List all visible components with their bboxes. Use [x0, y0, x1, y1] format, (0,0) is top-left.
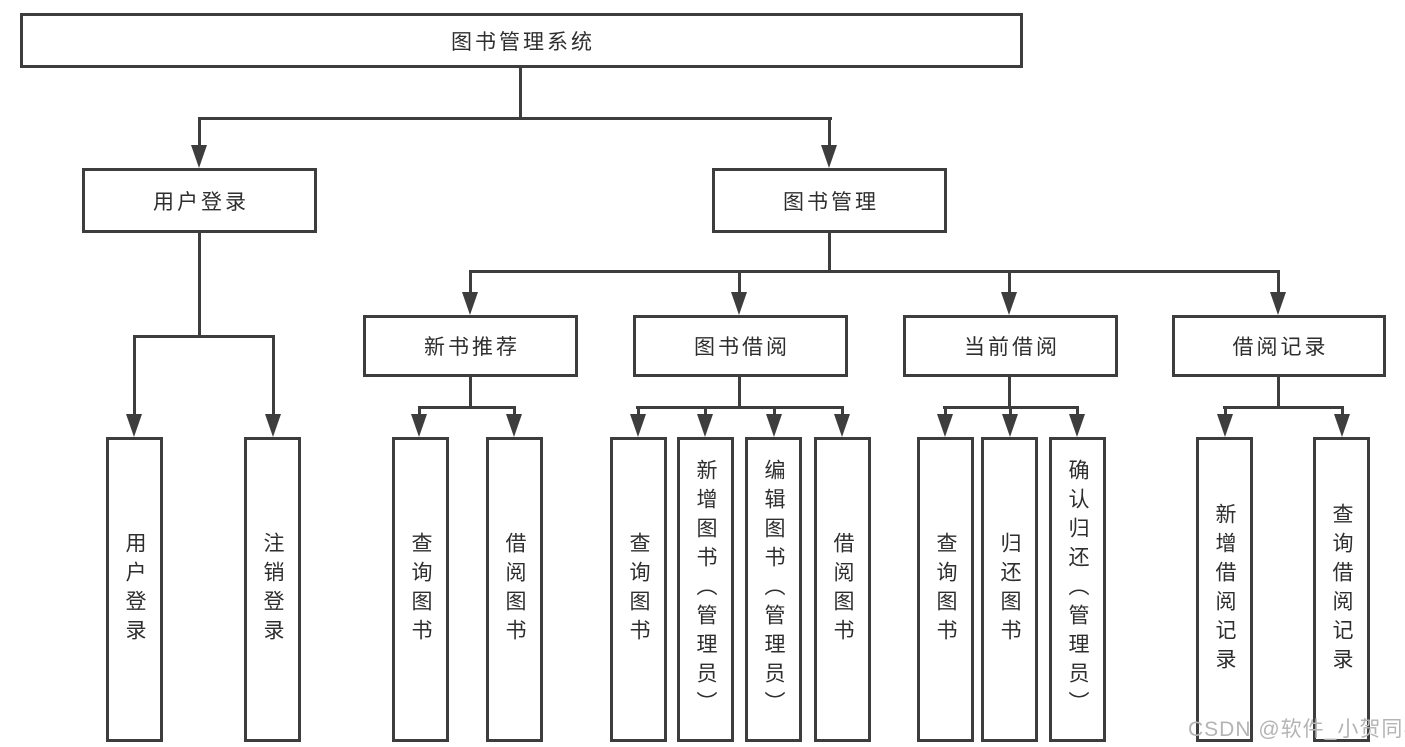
- leaf-label: 查询图书: [409, 531, 432, 648]
- leaf-label: 查询图书: [934, 531, 957, 648]
- arrowhead-icon: [1001, 292, 1017, 315]
- leaf-logout: 注销登录: [244, 437, 301, 742]
- connector-line: [1076, 406, 1079, 416]
- arrowhead-icon: [821, 145, 837, 168]
- connector-line: [133, 335, 275, 338]
- leaf-query-books-current: 查询图书: [917, 437, 974, 742]
- leaf-label: 借阅图书: [831, 531, 854, 648]
- leaf-return-books: 归还图书: [981, 437, 1038, 742]
- connector-line: [637, 406, 640, 416]
- leaf-label: 用户登录: [123, 531, 146, 648]
- leaf-label: 查询图书: [627, 531, 650, 648]
- node-user-login: 用户登录: [82, 168, 317, 233]
- connector-line: [1341, 406, 1344, 416]
- arrowhead-icon: [1217, 414, 1233, 437]
- node-label: 图书管理: [783, 190, 879, 214]
- arrowhead-icon: [506, 414, 522, 437]
- leaf-label: 新增借阅记录: [1213, 502, 1236, 677]
- arrowhead-icon: [191, 145, 207, 168]
- connector-line: [841, 406, 844, 416]
- node-borrowing-records: 借阅记录: [1172, 315, 1386, 377]
- leaf-edit-books-admin: 编辑图书（管理员）: [745, 437, 802, 742]
- connector-line: [513, 406, 516, 416]
- arrowhead-icon: [766, 414, 782, 437]
- connector-line: [198, 117, 201, 147]
- leaf-confirm-return-admin: 确认归还（管理员）: [1049, 437, 1106, 742]
- leaf-query-books-borrow: 查询图书: [610, 437, 667, 742]
- connector-line: [704, 406, 707, 416]
- node-book-borrowing: 图书借阅: [633, 315, 848, 377]
- leaf-label: 新增图书（管理员）: [694, 459, 717, 720]
- arrowhead-icon: [1270, 292, 1286, 315]
- node-label: 用户登录: [153, 190, 249, 214]
- connector-line: [198, 117, 832, 120]
- connector-line: [469, 377, 472, 409]
- arrowhead-icon: [411, 414, 427, 437]
- node-label: 借阅记录: [1232, 336, 1329, 359]
- connector-line: [1224, 406, 1227, 416]
- arrowhead-icon: [462, 292, 478, 315]
- arrowhead-icon: [1334, 414, 1350, 437]
- node-current-borrowing: 当前借阅: [903, 315, 1118, 377]
- connector-line: [469, 270, 472, 292]
- leaf-label: 归还图书: [998, 531, 1021, 648]
- arrowhead-icon: [834, 414, 850, 437]
- connector-line: [828, 232, 831, 273]
- node-label: 新书推荐: [424, 336, 520, 359]
- leaf-label: 注销登录: [261, 531, 284, 648]
- connector-line: [738, 270, 741, 292]
- leaf-borrow-books-recommend: 借阅图书: [486, 437, 543, 742]
- arrowhead-icon: [731, 292, 747, 315]
- connector-line: [1008, 377, 1011, 409]
- connector-line: [272, 335, 275, 415]
- node-label: 当前借阅: [964, 336, 1060, 359]
- connector-line: [519, 67, 522, 119]
- node-root-system: 图书管理系统: [20, 13, 1023, 68]
- leaf-add-books-admin: 新增图书（管理员）: [677, 437, 734, 742]
- node-label: 图书借阅: [694, 336, 790, 359]
- connector-line: [1277, 270, 1280, 292]
- connector-line: [469, 270, 1280, 273]
- csdn-watermark: CSDN @软件_小贺同学: [1188, 718, 1405, 741]
- connector-line: [828, 117, 831, 147]
- arrowhead-icon: [1069, 414, 1085, 437]
- connector-line: [418, 406, 421, 416]
- leaf-label: 确认归还（管理员）: [1066, 459, 1089, 720]
- connector-line: [133, 335, 136, 415]
- leaf-label: 查询借阅记录: [1330, 502, 1353, 677]
- leaf-label: 编辑图书（管理员）: [762, 459, 785, 720]
- connector-line: [1009, 406, 1012, 416]
- leaf-query-borrow-record: 查询借阅记录: [1313, 437, 1370, 742]
- connector-line: [1008, 270, 1011, 292]
- arrowhead-icon: [630, 414, 646, 437]
- connector-line: [1277, 377, 1280, 409]
- leaf-query-books-recommend: 查询图书: [392, 437, 449, 742]
- leaf-label: 借阅图书: [503, 531, 526, 648]
- leaf-borrow-books: 借阅图书: [814, 437, 871, 742]
- connector-line: [738, 377, 741, 409]
- connector-line: [1223, 406, 1344, 409]
- arrowhead-icon: [937, 414, 953, 437]
- leaf-add-borrow-record: 新增借阅记录: [1196, 437, 1253, 742]
- arrowhead-icon: [697, 414, 713, 437]
- arrowhead-icon: [126, 414, 142, 437]
- leaf-user-login: 用户登录: [106, 437, 163, 742]
- node-label: 图书管理系统: [451, 30, 595, 54]
- connector-line: [773, 406, 776, 416]
- node-new-book-recommend: 新书推荐: [363, 315, 578, 377]
- node-book-management: 图书管理: [712, 168, 947, 233]
- connector-line: [198, 232, 201, 338]
- connector-line: [944, 406, 947, 416]
- arrowhead-icon: [1002, 414, 1018, 437]
- arrowhead-icon: [265, 414, 281, 437]
- connector-line: [636, 406, 844, 409]
- connector-line: [418, 406, 516, 409]
